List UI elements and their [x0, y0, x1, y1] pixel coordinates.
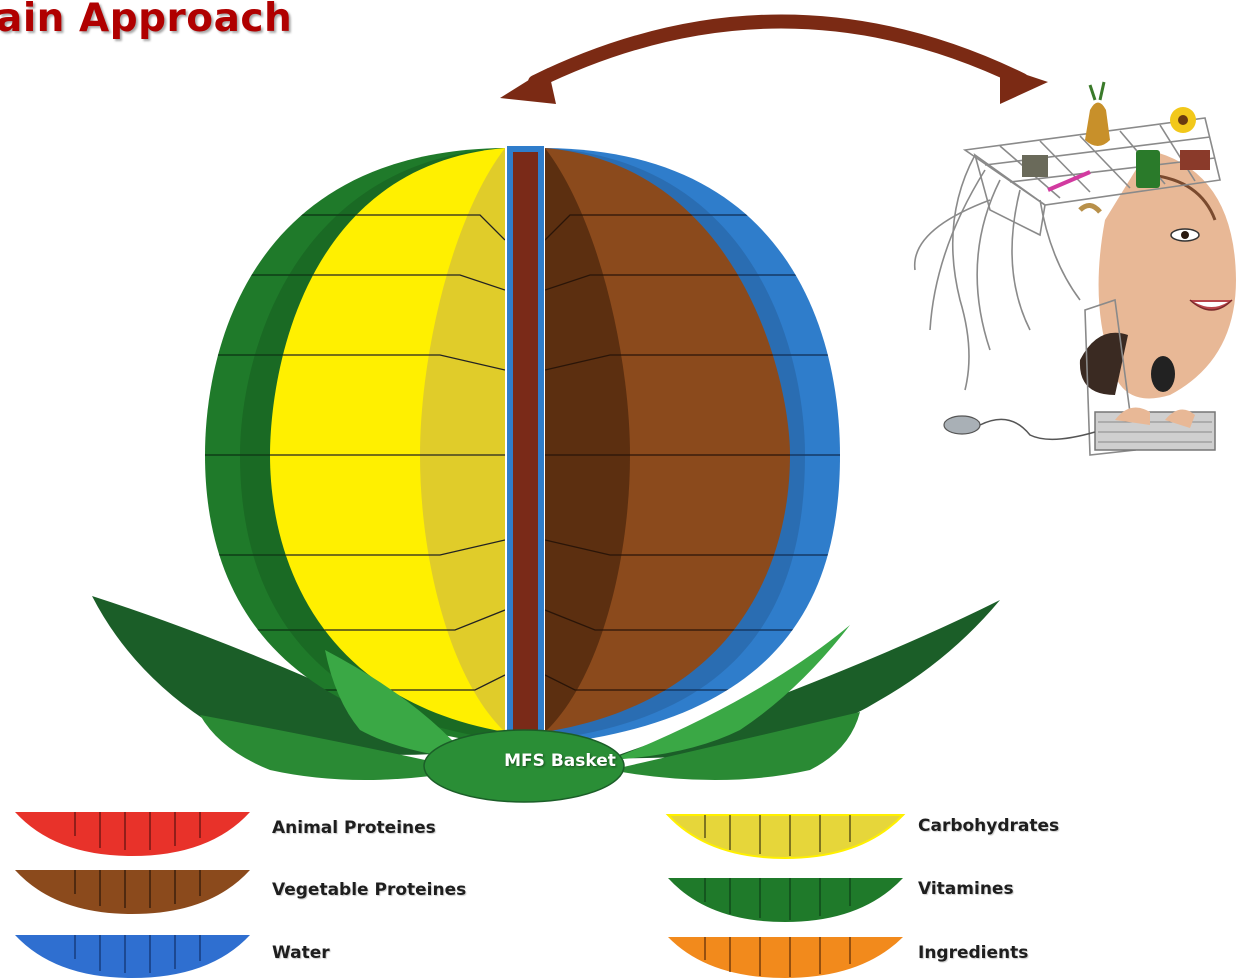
basket-label: MFS Basket [430, 751, 690, 771]
double-arrow [500, 21, 1048, 104]
legend-swatch-vitamines [668, 878, 903, 922]
legend-label-animal-proteines: Animal Proteines [272, 818, 436, 838]
legend-label-ingredients: Ingredients [918, 943, 1028, 963]
person-with-shopping-cart-head-icon [915, 82, 1236, 455]
legend-label-carbohydrates: Carbohydrates [918, 816, 1059, 836]
legend-label-vegetable-proteines: Vegetable Proteines [272, 880, 466, 900]
legend-swatch-carbohydrates [668, 815, 903, 858]
legend-swatch-animal-proteines [15, 812, 250, 856]
legend-label-water: Water [272, 943, 330, 963]
legend-swatch-ingredients [668, 937, 903, 978]
legend-label-vitamines: Vitamines [918, 879, 1014, 899]
legend-swatch-water [15, 935, 250, 978]
legend-swatch-vegetable-proteines [15, 870, 250, 914]
center-divider-bar [507, 146, 544, 734]
